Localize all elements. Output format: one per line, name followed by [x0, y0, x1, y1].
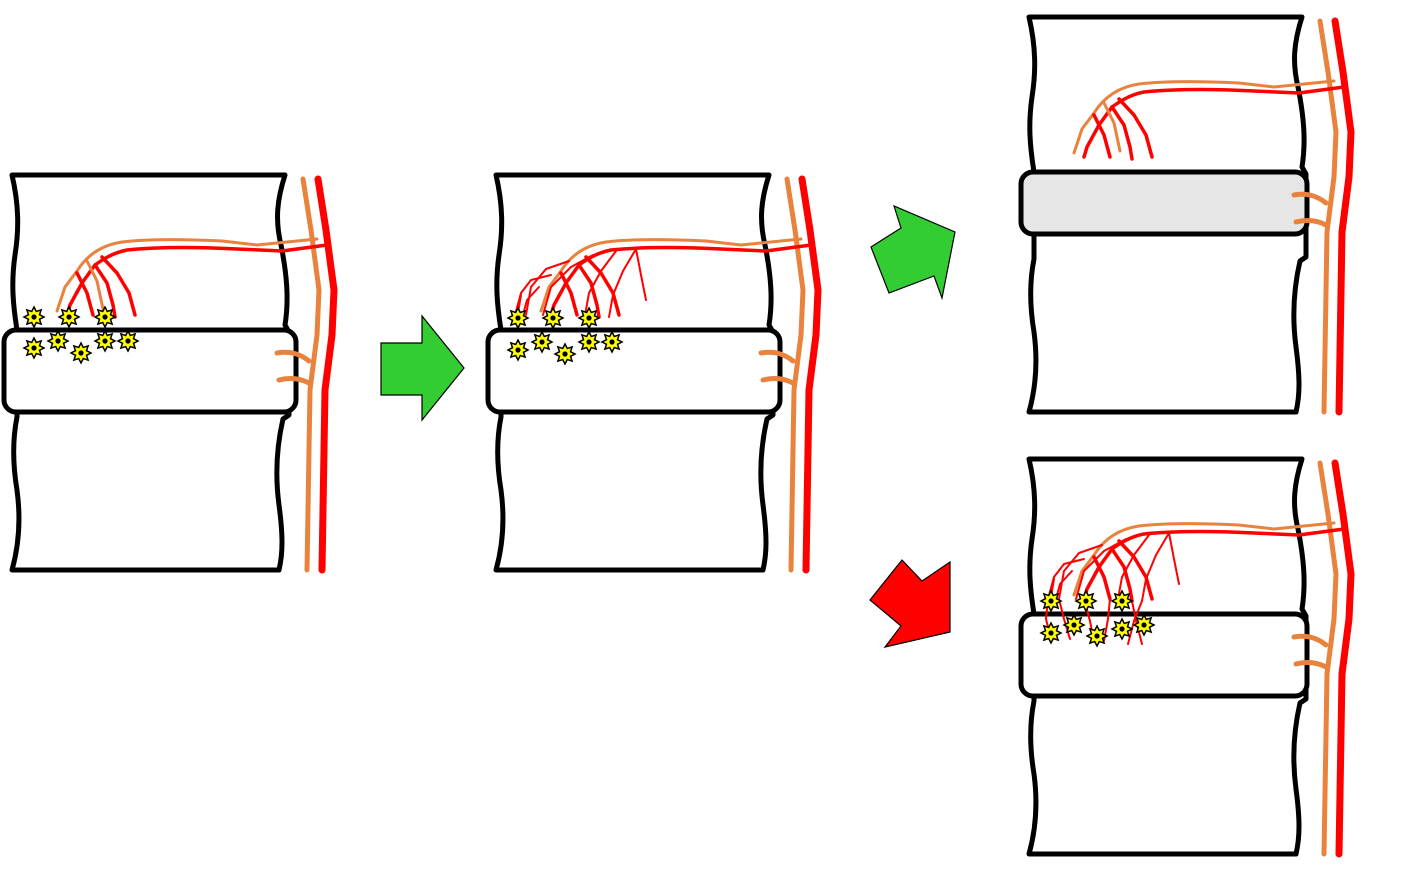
intervertebral-disc	[1, 327, 299, 415]
panel-stage-1	[1, 175, 334, 570]
marker-star	[58, 306, 80, 328]
marker-star	[47, 330, 69, 352]
panel-stage-2	[485, 175, 818, 570]
marker-star	[70, 342, 92, 364]
marker-star	[23, 337, 45, 359]
panel-outcome-resolved	[1018, 17, 1351, 412]
marker-star	[117, 330, 139, 352]
arrow-resolution	[870, 204, 956, 301]
arrow-persistence	[869, 559, 951, 648]
marker-star	[23, 306, 45, 328]
marker-star	[554, 343, 576, 365]
panel-outcome-chronic	[1018, 459, 1351, 854]
marker-star	[531, 331, 553, 353]
marker-star	[1040, 590, 1062, 612]
marker-star	[1075, 590, 1097, 612]
marker-star	[578, 307, 600, 329]
intervertebral-disc	[1018, 611, 1310, 699]
marker-star	[1133, 614, 1155, 636]
arrow-progression	[380, 314, 465, 422]
marker-star	[507, 339, 529, 361]
marker-star	[1063, 614, 1085, 636]
marker-star	[1086, 625, 1108, 647]
marker-star	[578, 331, 600, 353]
marker-star	[1040, 622, 1062, 644]
marker-star	[542, 307, 564, 329]
intervertebral-disc-healed	[1018, 169, 1310, 237]
marker-star	[94, 330, 116, 352]
marker-star	[1111, 618, 1133, 640]
marker-star	[94, 306, 116, 328]
marker-star	[507, 307, 529, 329]
marker-star	[601, 331, 623, 353]
marker-star	[1111, 590, 1133, 612]
